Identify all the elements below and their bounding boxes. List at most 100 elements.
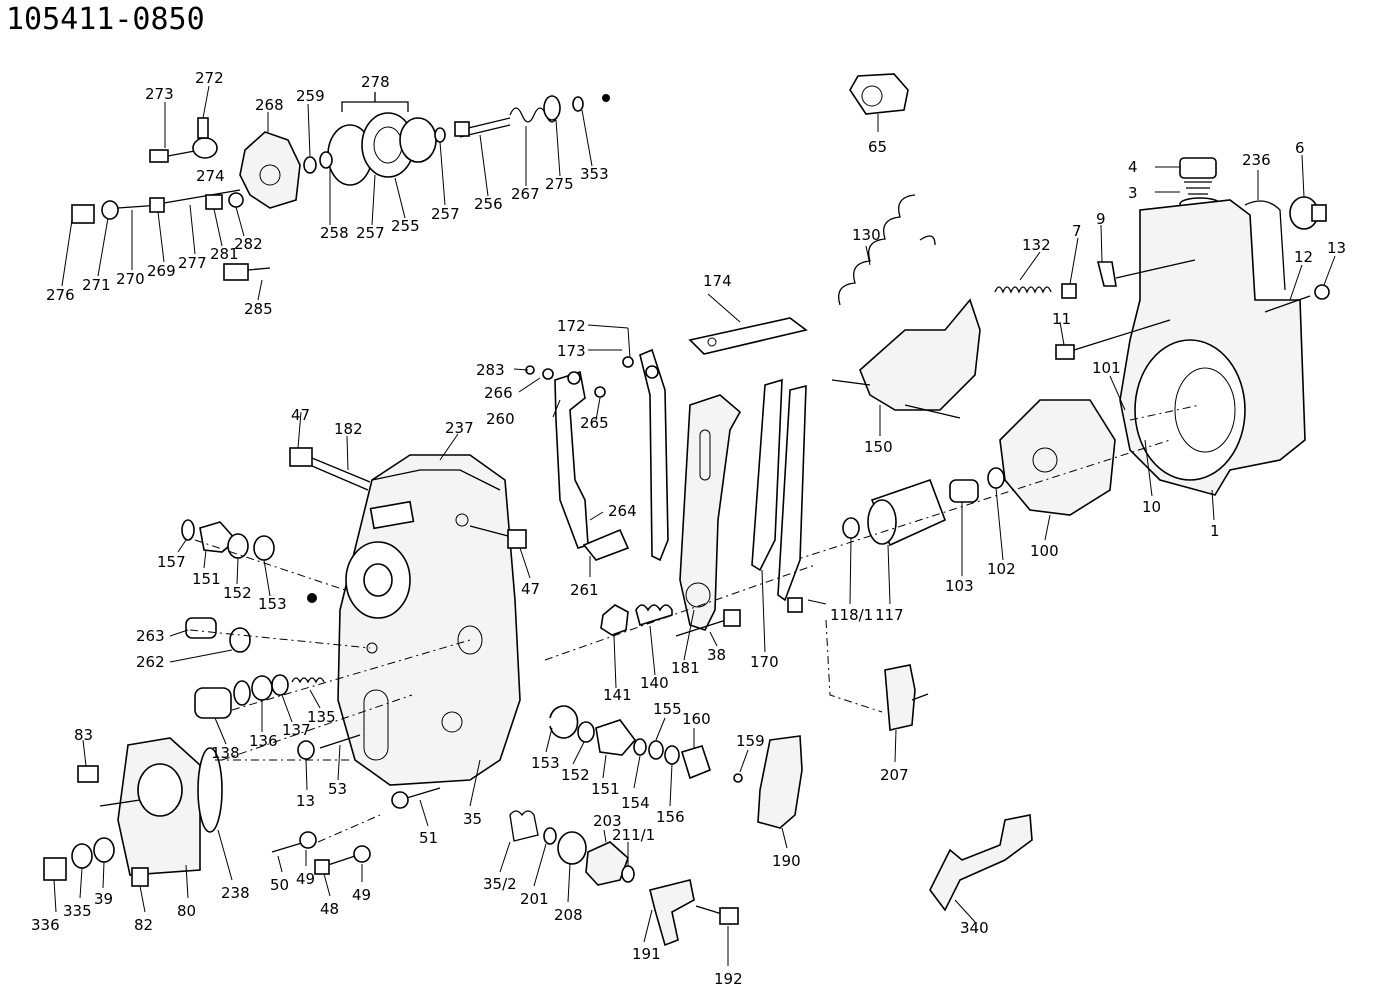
label-335: 335 bbox=[63, 902, 92, 920]
label-172: 172 bbox=[557, 317, 586, 335]
label-150: 150 bbox=[864, 438, 893, 456]
label-138: 138 bbox=[211, 744, 240, 762]
label-12: 12 bbox=[1294, 248, 1313, 266]
top-left-assembly bbox=[61, 85, 610, 301]
label-181: 181 bbox=[671, 659, 700, 677]
label-336: 336 bbox=[31, 916, 60, 934]
label-340: 340 bbox=[960, 919, 989, 937]
label-155: 155 bbox=[653, 700, 682, 718]
label-238: 238 bbox=[221, 884, 250, 902]
label-132: 132 bbox=[1022, 236, 1051, 254]
label-153a: 153 bbox=[258, 595, 287, 613]
bottom-center-assembly bbox=[499, 664, 1033, 966]
label-353: 353 bbox=[580, 165, 609, 183]
label-283: 283 bbox=[476, 361, 505, 379]
label-1: 1 bbox=[1210, 522, 1220, 540]
diagram-title: 105411-0850 bbox=[6, 2, 205, 37]
label-273: 273 bbox=[145, 85, 174, 103]
label-257b: 257 bbox=[431, 205, 460, 223]
label-282: 282 bbox=[234, 235, 263, 253]
label-352: 35/2 bbox=[483, 875, 517, 893]
label-117: 117 bbox=[875, 606, 904, 624]
label-101: 101 bbox=[1092, 359, 1121, 377]
label-83: 83 bbox=[74, 726, 93, 744]
label-140: 140 bbox=[640, 674, 669, 692]
label-276: 276 bbox=[46, 286, 75, 304]
label-100: 100 bbox=[1030, 542, 1059, 560]
label-152b: 152 bbox=[561, 766, 590, 784]
label-268: 268 bbox=[255, 96, 284, 114]
label-13b: 13 bbox=[296, 792, 315, 810]
governor-housing bbox=[169, 411, 531, 791]
label-170: 170 bbox=[750, 653, 779, 671]
label-272: 272 bbox=[195, 69, 224, 87]
label-255: 255 bbox=[391, 217, 420, 235]
label-11: 11 bbox=[1052, 310, 1071, 328]
label-260: 260 bbox=[486, 410, 515, 428]
label-274: 274 bbox=[196, 167, 225, 185]
label-191: 191 bbox=[632, 945, 661, 963]
label-182: 182 bbox=[334, 420, 363, 438]
label-203: 203 bbox=[593, 812, 622, 830]
cover-assembly bbox=[794, 73, 1336, 605]
label-269: 269 bbox=[147, 262, 176, 280]
label-136: 136 bbox=[249, 732, 278, 750]
label-278: 278 bbox=[361, 73, 390, 91]
label-275: 275 bbox=[545, 175, 574, 193]
label-4: 4 bbox=[1128, 158, 1138, 176]
label-35: 35 bbox=[463, 810, 482, 828]
cover-plate-assembly bbox=[43, 737, 481, 913]
label-49a: 49 bbox=[296, 870, 315, 888]
label-135: 135 bbox=[307, 708, 336, 726]
label-38: 38 bbox=[707, 646, 726, 664]
label-263: 263 bbox=[136, 627, 165, 645]
label-7: 7 bbox=[1072, 222, 1082, 240]
label-257a: 257 bbox=[356, 224, 385, 242]
label-48: 48 bbox=[320, 900, 339, 918]
label-262: 262 bbox=[136, 653, 165, 671]
label-151b: 151 bbox=[591, 780, 620, 798]
label-259: 259 bbox=[296, 87, 325, 105]
label-102: 102 bbox=[987, 560, 1016, 578]
label-265: 265 bbox=[580, 414, 609, 432]
label-208: 208 bbox=[554, 906, 583, 924]
label-154: 154 bbox=[621, 794, 650, 812]
label-80: 80 bbox=[177, 902, 196, 920]
label-264: 264 bbox=[608, 502, 637, 520]
part-number-labels: 273 272 268 259 278 274 276 271 270 269 … bbox=[31, 69, 1346, 988]
label-270: 270 bbox=[116, 270, 145, 288]
label-50: 50 bbox=[270, 876, 289, 894]
label-49b: 49 bbox=[352, 886, 371, 904]
label-174: 174 bbox=[703, 272, 732, 290]
label-103: 103 bbox=[945, 577, 974, 595]
label-237: 237 bbox=[445, 419, 474, 437]
label-10: 10 bbox=[1142, 498, 1161, 516]
label-130: 130 bbox=[852, 226, 881, 244]
label-152a: 152 bbox=[223, 584, 252, 602]
label-258: 258 bbox=[320, 224, 349, 242]
label-51: 51 bbox=[419, 829, 438, 847]
label-118: 118/1 bbox=[830, 606, 873, 624]
label-6: 6 bbox=[1295, 139, 1305, 157]
label-3: 3 bbox=[1128, 184, 1138, 202]
label-2111: 211/1 bbox=[612, 826, 655, 844]
label-157: 157 bbox=[157, 553, 186, 571]
label-192: 192 bbox=[714, 970, 743, 988]
label-82: 82 bbox=[134, 916, 153, 934]
label-137: 137 bbox=[282, 721, 311, 739]
label-39: 39 bbox=[94, 890, 113, 908]
label-53: 53 bbox=[328, 780, 347, 798]
label-160: 160 bbox=[682, 710, 711, 728]
label-201: 201 bbox=[520, 890, 549, 908]
label-151a: 151 bbox=[192, 570, 221, 588]
lever-assembly bbox=[513, 293, 883, 713]
label-256: 256 bbox=[474, 195, 503, 213]
label-281: 281 bbox=[210, 245, 239, 263]
label-65: 65 bbox=[868, 138, 887, 156]
label-159: 159 bbox=[736, 732, 765, 750]
label-271: 271 bbox=[82, 276, 111, 294]
label-13a: 13 bbox=[1327, 239, 1346, 257]
label-47a: 47 bbox=[291, 406, 310, 424]
label-267: 267 bbox=[511, 185, 540, 203]
